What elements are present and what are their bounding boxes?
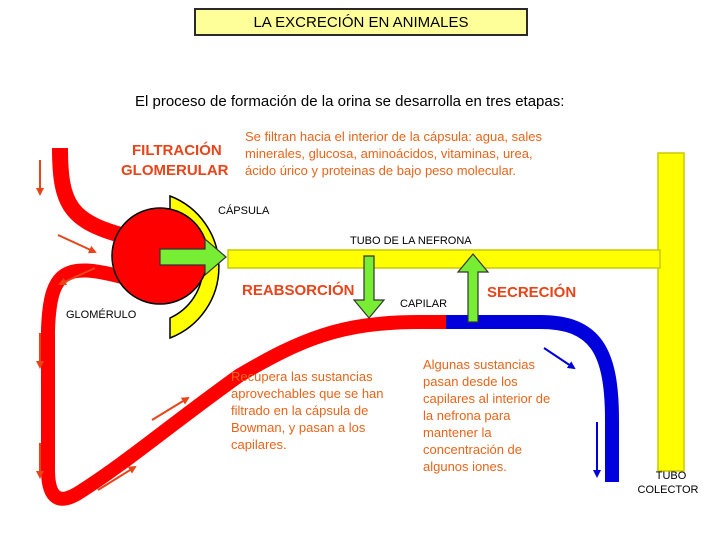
flow-arrow-blue-1 (543, 347, 576, 370)
filtration-arrow (159, 237, 227, 277)
secrecion-text: Algunas sustancias pasan desde los capil… (423, 357, 551, 474)
capsula-label: CÁPSULA (218, 205, 270, 217)
title-box: LA EXCRECIÓN EN ANIMALES (194, 8, 528, 36)
reabsorcion-heading: REABSORCIÓN (242, 282, 355, 299)
efferent-capillary-red (41, 263, 448, 506)
secretion-arrow (456, 253, 490, 323)
filtracion-heading-1: FILTRACIÓN (132, 142, 222, 159)
intro-text: El proceso de formación de la orina se d… (135, 93, 565, 110)
tubo-colector-label-1: TUBO (655, 470, 687, 482)
capilar-label: CAPILAR (400, 298, 448, 310)
venous-capillary-blue (446, 315, 619, 482)
afferent-arteriole (52, 147, 131, 245)
glomerulo-label: GLOMÉRULO (66, 309, 137, 321)
flow-arrow-3 (58, 267, 96, 286)
flow-arrow-6 (97, 465, 137, 491)
nephron-tube (227, 249, 661, 269)
tubo-colector-label-2: COLECTOR (637, 484, 699, 496)
tubo-nefrona-label: TUBO DE LA NEFRONA (350, 235, 472, 247)
filtracion-heading-2: GLOMERULAR (121, 162, 229, 179)
filtracion-text: Se filtran hacia el interior de la cápsu… (245, 129, 543, 178)
flow-arrow-7 (151, 396, 190, 421)
reabsorption-arrow (352, 255, 386, 319)
secrecion-heading: SECRECIÓN (487, 284, 577, 301)
collecting-duct (657, 152, 685, 472)
page-title: LA EXCRECIÓN EN ANIMALES (253, 14, 469, 31)
reabsorcion-text: Recupera las sustancias aprovechables qu… (231, 369, 384, 452)
flow-arrow-2 (57, 234, 97, 254)
